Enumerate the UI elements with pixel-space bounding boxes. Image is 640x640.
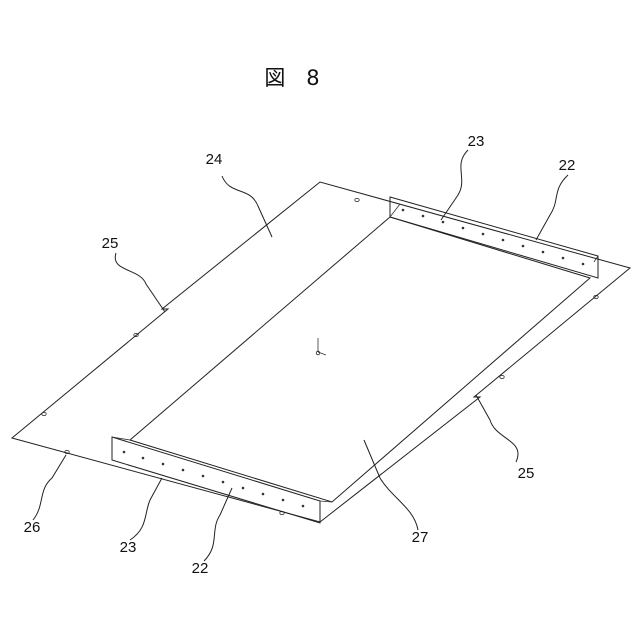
label-23-top: 23 [468, 133, 485, 150]
leader-lines [33, 150, 568, 561]
label-27: 27 [412, 529, 429, 546]
label-23-bottom: 23 [120, 539, 137, 556]
plate-holes [42, 198, 598, 514]
coordinate-marker [316, 338, 326, 355]
label-26: 26 [24, 519, 41, 536]
reference-numerals: 23 22 24 25 25 26 23 22 27 [24, 133, 576, 577]
label-24: 24 [206, 151, 223, 168]
inner-tray [130, 217, 590, 502]
outer-plate [12, 182, 630, 522]
label-22-bottom: 22 [192, 560, 209, 577]
label-25-right: 25 [518, 465, 535, 482]
top-bracket [390, 197, 598, 278]
figure-title: 図 8 [264, 66, 319, 90]
label-22-top: 22 [559, 157, 576, 174]
label-25-left: 25 [102, 235, 119, 252]
